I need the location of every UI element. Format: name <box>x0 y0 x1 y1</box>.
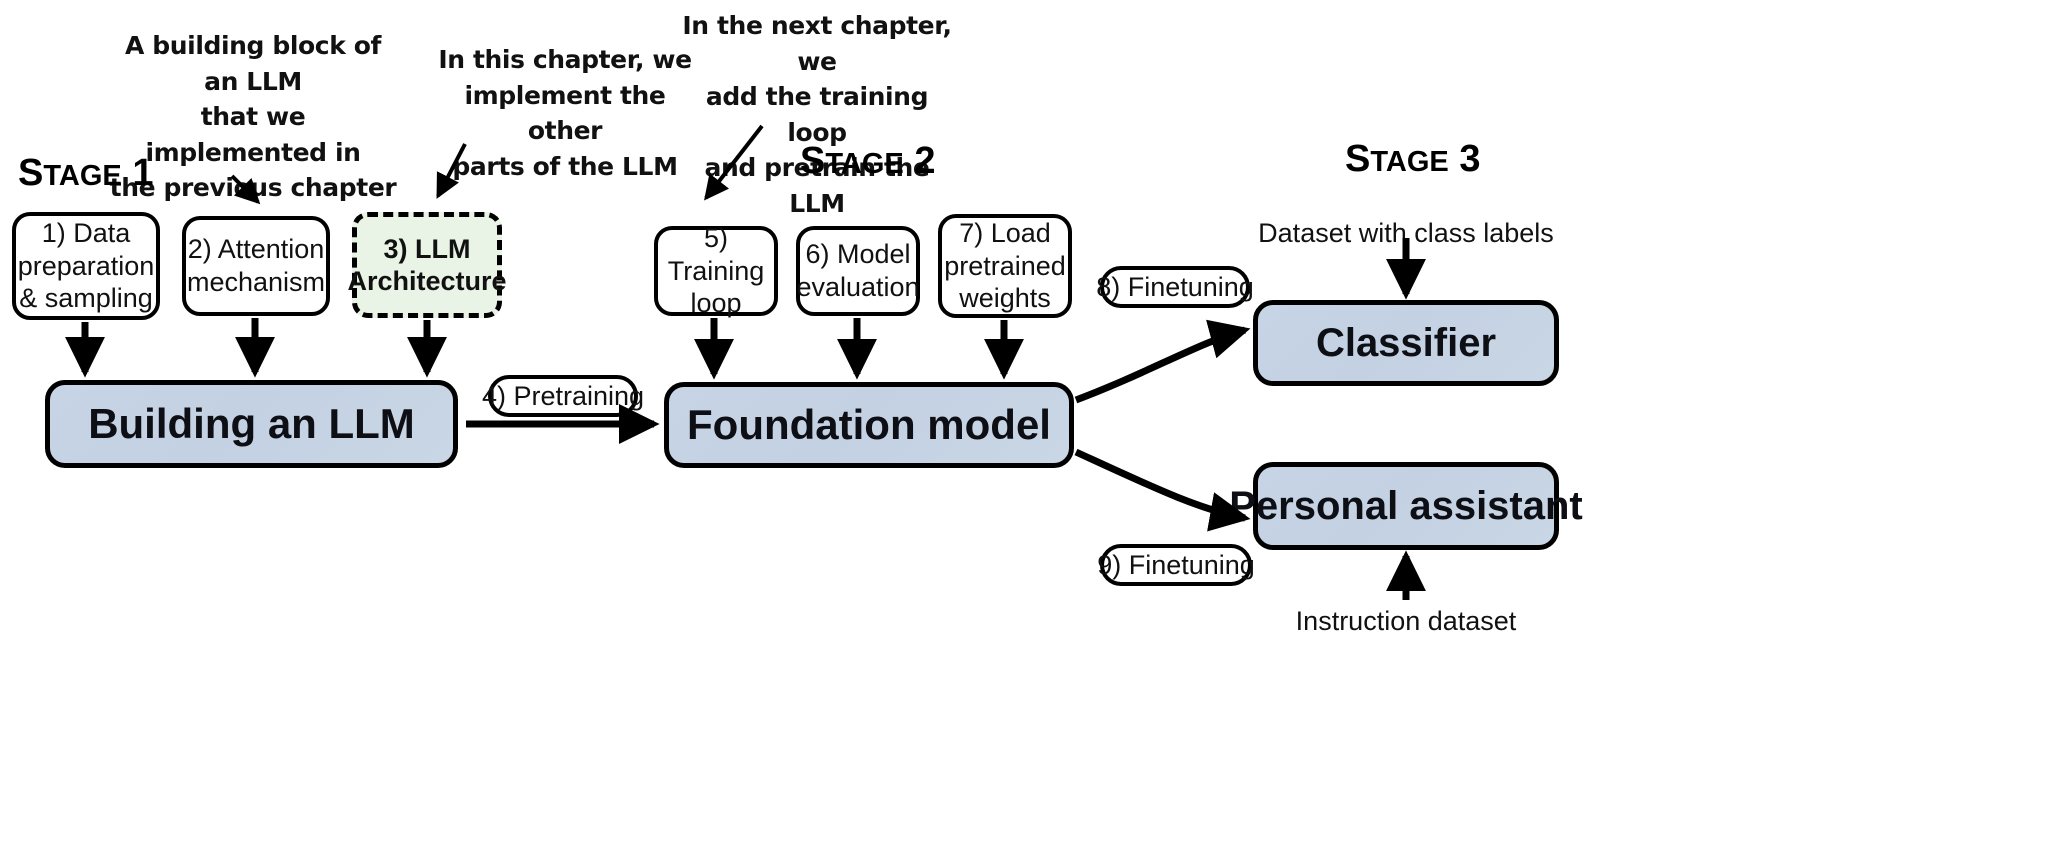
arrow-foundation-to-classifier <box>1074 319 1251 404</box>
stage-2-word: TAGE <box>825 148 904 180</box>
stage-1-num: 1 <box>132 152 154 194</box>
stage-2-heading: STAGE 2 <box>800 140 935 183</box>
step-box-load-pretrained-weights[interactable]: 7) Load pretrained weights <box>938 214 1072 318</box>
stage-1-prefix: S <box>18 152 44 194</box>
outcome-box-personal-assistant[interactable]: Personal assistant <box>1229 462 1583 550</box>
outcome-box-building-an-llm[interactable]: Building an LLM <box>45 380 458 468</box>
step-box-model-evaluation[interactable]: 6) Model evaluation <box>796 226 920 316</box>
annotation-this-chapter: In this chapter, we implement the other … <box>438 45 692 181</box>
arrow-foundation-to-assistant <box>1074 448 1251 532</box>
stage-1-heading: STAGE 1 <box>18 152 153 195</box>
pill-finetuning-assistant[interactable]: 9) Finetuning <box>1097 544 1255 586</box>
step-box-attention-mechanism[interactable]: 2) Attention mechanism <box>182 216 330 316</box>
annotation-previous-chapter: A building block of an LLM that we imple… <box>109 31 397 202</box>
annotation-next-chapter: In the next chapter, we add the training… <box>682 11 952 218</box>
pill-pretraining[interactable]: 4) Pretraining <box>482 375 644 417</box>
step-box-training-loop[interactable]: 5) Training loop <box>654 223 778 318</box>
stage-3-heading: STAGE 3 <box>1345 138 1480 181</box>
stage-2-num: 2 <box>914 140 936 182</box>
pill-finetuning-classifier[interactable]: 8) Finetuning <box>1096 266 1254 308</box>
caption-dataset-class-labels: Dataset with class labels <box>1258 218 1554 248</box>
stage-1-number <box>122 152 133 194</box>
stage-3-prefix: S <box>1345 138 1371 180</box>
outcome-box-foundation-model[interactable]: Foundation model <box>664 382 1074 468</box>
step-box-data-preparation[interactable]: 1) Data preparation & sampling <box>12 212 160 320</box>
outcome-box-classifier[interactable]: Classifier <box>1253 300 1559 386</box>
stage-2-prefix: S <box>800 140 826 182</box>
stage-3-num: 3 <box>1459 138 1481 180</box>
stage-3-word: TAGE <box>1370 146 1449 178</box>
step-box-llm-architecture[interactable]: 3) LLM Architecture <box>347 212 507 318</box>
stage-1-word: TAGE <box>43 160 122 192</box>
caption-instruction-dataset: Instruction dataset <box>1295 606 1517 636</box>
